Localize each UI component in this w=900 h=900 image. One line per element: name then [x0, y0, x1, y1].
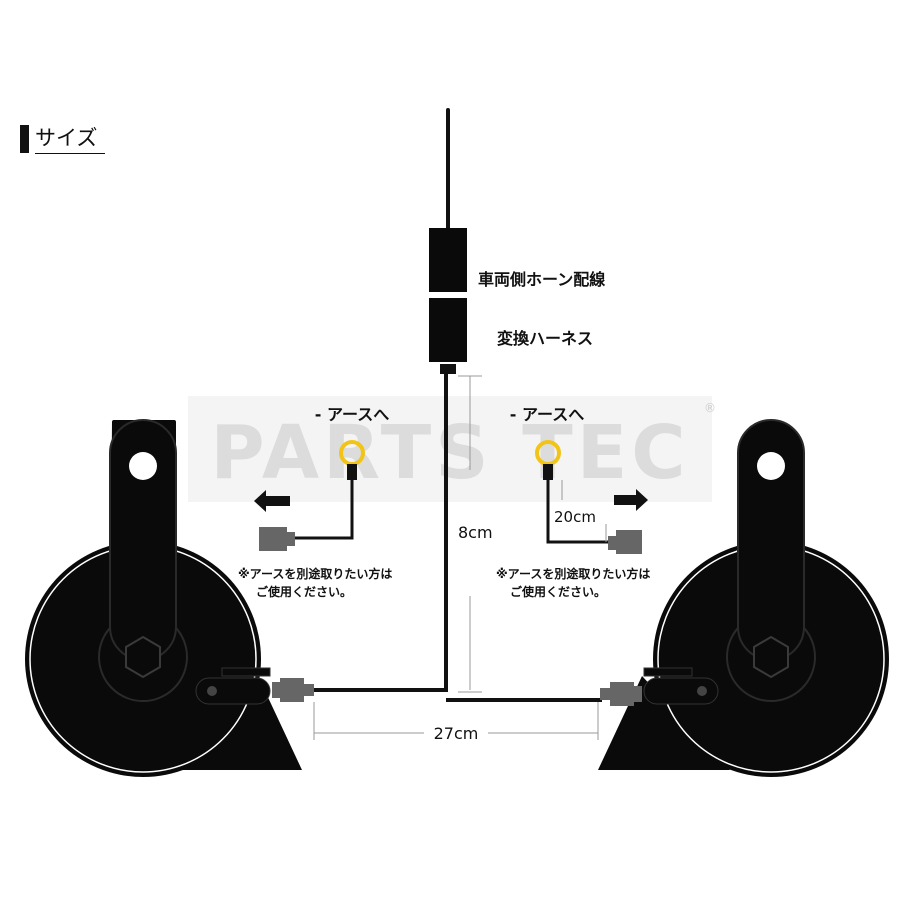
horn-right-bolt: [753, 635, 789, 679]
conversion-harness-label: 変換ハーネス: [497, 329, 593, 348]
dim-earth-label: 20cm: [554, 508, 596, 526]
horn-right-plug: [600, 682, 642, 706]
harness-connector: [429, 298, 467, 362]
horn-left-plug-neck: [272, 682, 280, 698]
section-heading: サイズ: [20, 124, 106, 154]
note-left-line1: ※アースを別途取りたい方は: [238, 566, 392, 581]
dim-horizontal-label: 27cm: [434, 724, 479, 743]
vehicle-wire-assembly: 車両側ホーン配線 変換ハーネス: [429, 108, 605, 374]
earth-left-connector: [259, 527, 287, 551]
earth-right-wire: [546, 480, 608, 544]
dimension-vertical: 8cm: [458, 375, 493, 693]
horn-left-terminal-screw: [207, 686, 217, 696]
note-left-line2: ご使用ください。: [256, 584, 352, 599]
earth-lead-right: - アースへ 20cm ※アースを別途取りたい方は ご使用ください。: [496, 405, 650, 599]
horn-right: [598, 419, 889, 777]
horn-right-plug-neck: [634, 686, 642, 702]
earth-left-label: - アースへ: [315, 405, 389, 424]
horn-left-mount-hole: [129, 452, 157, 480]
watermark-text: PARTS TEC: [210, 410, 689, 496]
earth-right-label: - アースへ: [510, 405, 584, 424]
earth-right-connector-neck: [608, 536, 616, 550]
horn-right-terminal-top: [643, 667, 693, 677]
dimension-horizontal: 27cm: [313, 702, 599, 743]
note-right-line2: ご使用ください。: [510, 584, 606, 599]
heading-marker: [20, 125, 29, 153]
arrow-left-icon: [254, 490, 290, 512]
horn-right-plug-tail: [600, 688, 610, 700]
horn-left-terminal-top: [221, 667, 271, 677]
horn-right-terminal-housing: [643, 677, 719, 705]
vehicle-connector: [429, 228, 467, 292]
horn-left-bolt: [125, 635, 161, 679]
main-harness: [312, 372, 602, 702]
earth-right-connector: [616, 530, 642, 554]
horn-left-terminal-housing: [195, 677, 271, 705]
horn-left-plug: [272, 678, 314, 702]
horn-right-terminal-screw: [697, 686, 707, 696]
watermark-box: [188, 396, 712, 502]
watermark: PARTS TEC ®: [188, 396, 716, 502]
harness-connector-tail: [440, 364, 456, 374]
earth-left-connector-neck: [287, 532, 295, 546]
horn-left-plug-body: [280, 678, 304, 702]
horn-left: [25, 419, 302, 777]
arrow-right-icon: [614, 489, 648, 511]
dim-vertical-label: 8cm: [458, 523, 493, 542]
horn-left-plug-tail: [304, 684, 314, 696]
horn-right-plug-body: [610, 682, 634, 706]
ring-terminal-left-crimp: [347, 464, 357, 480]
heading-text: サイズ: [35, 125, 106, 154]
vehicle-wiring-label: 車両側ホーン配線: [478, 270, 605, 289]
horn-right-mount-hole: [757, 452, 785, 480]
watermark-mark: ®: [704, 401, 716, 415]
note-right-line1: ※アースを別途取りたい方は: [496, 566, 650, 581]
earth-lead-left: - アースへ ※アースを別途取りたい方は ご使用ください。: [238, 405, 392, 599]
ring-terminal-right-crimp: [543, 464, 553, 480]
earth-left-wire: [294, 480, 354, 540]
